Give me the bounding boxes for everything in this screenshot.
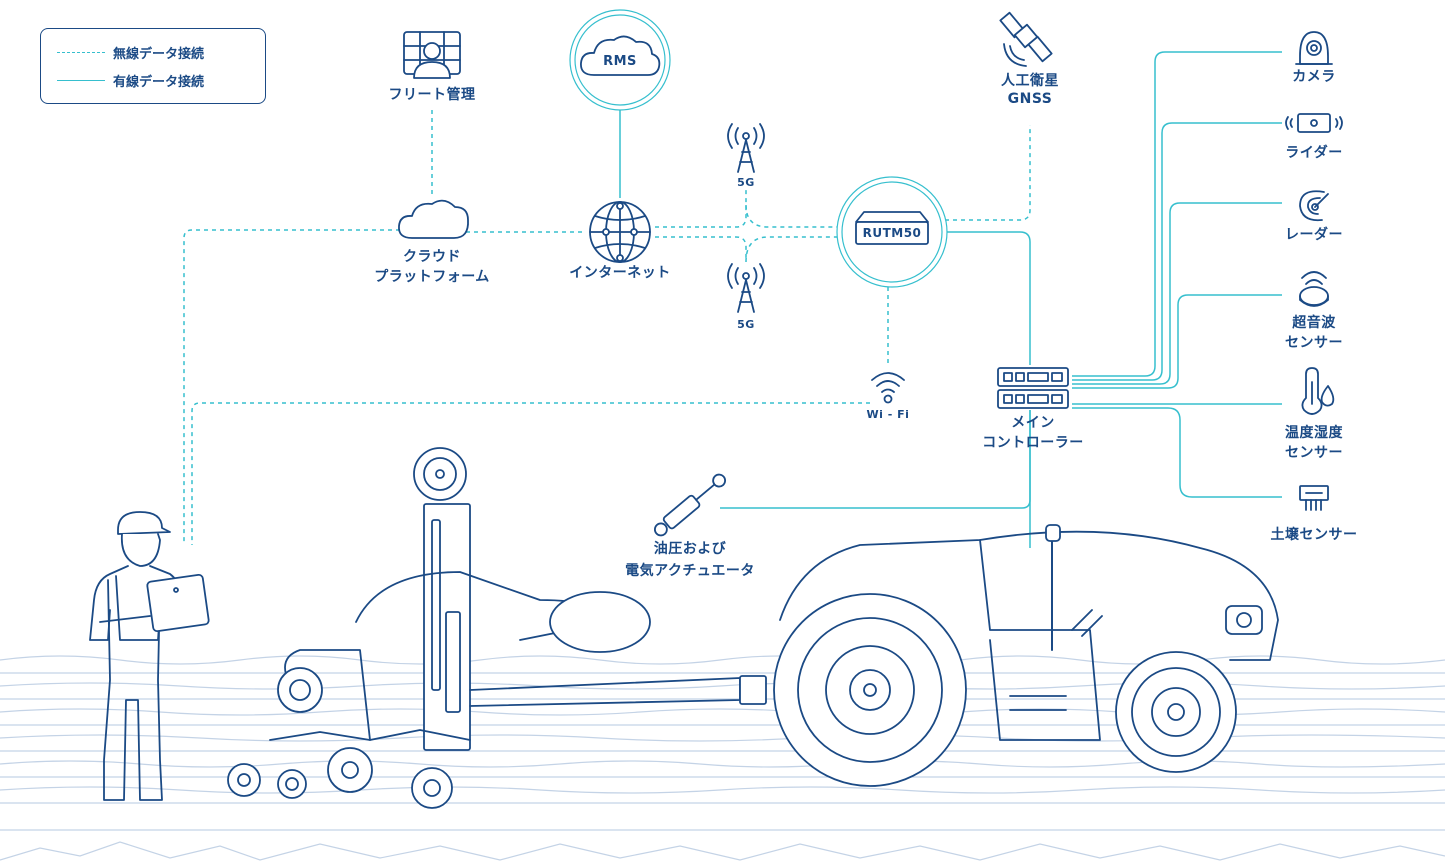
link-tower-router-bottom — [745, 236, 838, 263]
actuator-label-1: 油圧および — [653, 541, 727, 557]
actuator-label-2: 電気アクチュエータ — [625, 563, 755, 579]
satellite-label-2: GNSS — [1007, 91, 1053, 107]
rms-icon — [569, 9, 671, 111]
wifi-icon — [871, 372, 905, 404]
farmer-illustration — [89, 511, 210, 801]
cell-tower-bottom-icon — [727, 263, 765, 313]
globe-icon — [589, 201, 651, 263]
legend-wireless-label: 無線データ接続 — [113, 47, 205, 62]
tower-top-label: 5G — [737, 176, 755, 189]
link-controller-camera — [1072, 51, 1282, 377]
legend-wired: 有線データ接続 — [57, 71, 204, 90]
controller-icon — [997, 367, 1069, 409]
link-controller-radar — [1072, 202, 1282, 385]
link-cloud-farmer — [183, 229, 400, 545]
fleet-management-icon — [403, 31, 461, 79]
controller-label-2: コントローラー — [982, 435, 1084, 451]
satellite-icon — [999, 11, 1053, 67]
camera-label: カメラ — [1292, 69, 1336, 85]
connections — [183, 51, 1282, 548]
link-internet-tower-bottom — [655, 236, 747, 262]
legend: 無線データ接続 有線データ接続 — [40, 28, 266, 104]
wifi-label: Wi - Fi — [866, 408, 910, 421]
link-router-satellite — [945, 125, 1031, 221]
cloud-label-1: クラウド — [403, 249, 461, 265]
thermometer-icon — [1301, 367, 1335, 415]
actuator-icon — [653, 473, 727, 537]
link-internet-tower-top — [655, 190, 747, 228]
ultrasonic-icon — [1299, 271, 1329, 307]
cell-tower-top-icon — [727, 123, 765, 173]
tower-bottom-label: 5G — [737, 318, 755, 331]
legend-solid-swatch — [57, 80, 105, 81]
tractor-illustration — [773, 524, 1279, 787]
ultrasonic-label-2: センサー — [1285, 335, 1343, 351]
ultrasonic-label-1: 超音波 — [1292, 315, 1336, 331]
link-router-controller — [945, 231, 1031, 365]
legend-wired-label: 有線データ接続 — [113, 75, 205, 90]
lidar-icon — [1285, 113, 1343, 133]
temp-label-2: センサー — [1285, 445, 1343, 461]
router-label: RUTM50 — [862, 226, 922, 240]
soil-label: 土壌センサー — [1270, 527, 1358, 543]
internet-label: インターネット — [569, 265, 671, 281]
rms-label: RMS — [603, 54, 637, 69]
radar-label: レーダー — [1285, 227, 1343, 243]
soil-sensor-icon — [1299, 485, 1329, 511]
link-controller-soil — [1072, 407, 1282, 498]
router-icon — [836, 176, 948, 288]
link-controller-ultrasonic — [1072, 294, 1282, 389]
fleet-label: フリート管理 — [388, 87, 476, 103]
legend-dash-swatch — [57, 52, 105, 53]
legend-wireless: 無線データ接続 — [57, 43, 204, 62]
radar-icon — [1299, 190, 1329, 222]
temp-label-1: 温度湿度 — [1285, 425, 1343, 441]
satellite-label-1: 人工衛星 — [1001, 73, 1059, 89]
lidar-label: ライダー — [1285, 145, 1343, 161]
cloud-label-2: プラットフォーム — [374, 269, 490, 285]
link-controller-lidar — [1072, 122, 1282, 381]
controller-label-1: メイン — [1011, 415, 1055, 431]
cloud-icon — [398, 199, 469, 239]
link-wifi-farmer — [191, 402, 870, 545]
link-tower-router-top — [745, 204, 838, 228]
planter-implement — [227, 447, 767, 809]
camera-icon — [1295, 31, 1333, 65]
